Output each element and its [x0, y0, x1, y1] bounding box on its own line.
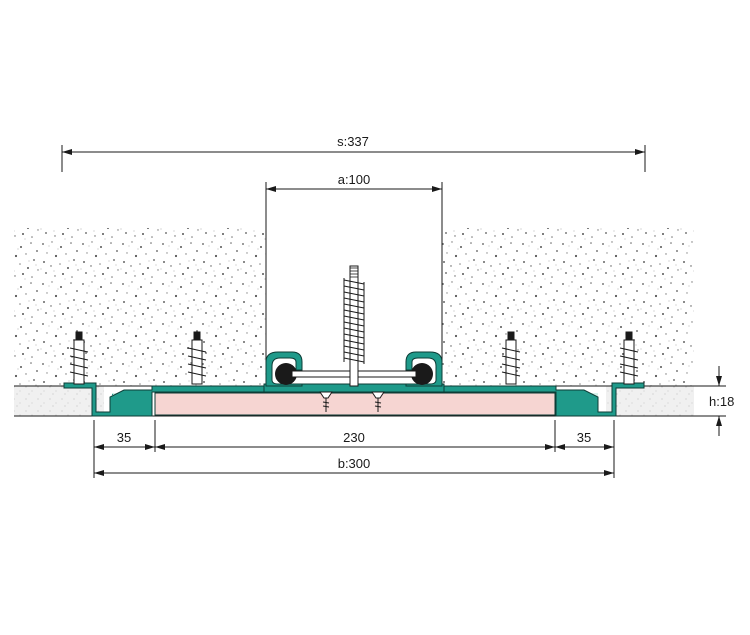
right-countersunk-screw: [371, 391, 385, 412]
dimension-h: h:18: [694, 366, 734, 436]
dimension-s: s:337: [61, 134, 646, 172]
dimension-b: b:300: [94, 456, 614, 476]
dimension-h-label: h:18: [709, 394, 734, 409]
rod-threads: [350, 267, 358, 278]
anchor-bolt-2: [187, 331, 207, 385]
anchor-bolt-3: [501, 331, 521, 385]
right-base-profile: [443, 382, 645, 417]
base-gasket: [154, 392, 556, 416]
dimension-b-label: b:300: [338, 456, 371, 471]
left-base-profile: [63, 382, 265, 417]
left-bulb-holder: [265, 351, 303, 387]
dimension-right-flange-label: 35: [577, 430, 591, 445]
right-rubber-bulb: [411, 363, 433, 385]
dimension-a-label: a:100: [338, 172, 371, 187]
right-screed-layer: [606, 386, 694, 416]
right-bulb-holder: [405, 351, 443, 387]
threaded-rod: [349, 265, 359, 387]
right-concrete-slab: [442, 228, 694, 386]
left-concrete-slab: [14, 228, 266, 386]
dimension-s-label: s:337: [337, 134, 369, 149]
left-screed-layer: [14, 386, 104, 416]
left-rubber-bulb: [275, 363, 297, 385]
dimension-left-flange-label: 35: [117, 430, 131, 445]
dimension-a: a:100: [265, 172, 443, 228]
anchor-bolt-1: [69, 331, 89, 385]
anchor-bolt-4: [619, 331, 639, 385]
dimension-segments: 35 230 35: [93, 420, 615, 478]
left-countersunk-screw: [319, 391, 333, 412]
spring: [343, 278, 365, 364]
dimension-center-label: 230: [343, 430, 365, 445]
